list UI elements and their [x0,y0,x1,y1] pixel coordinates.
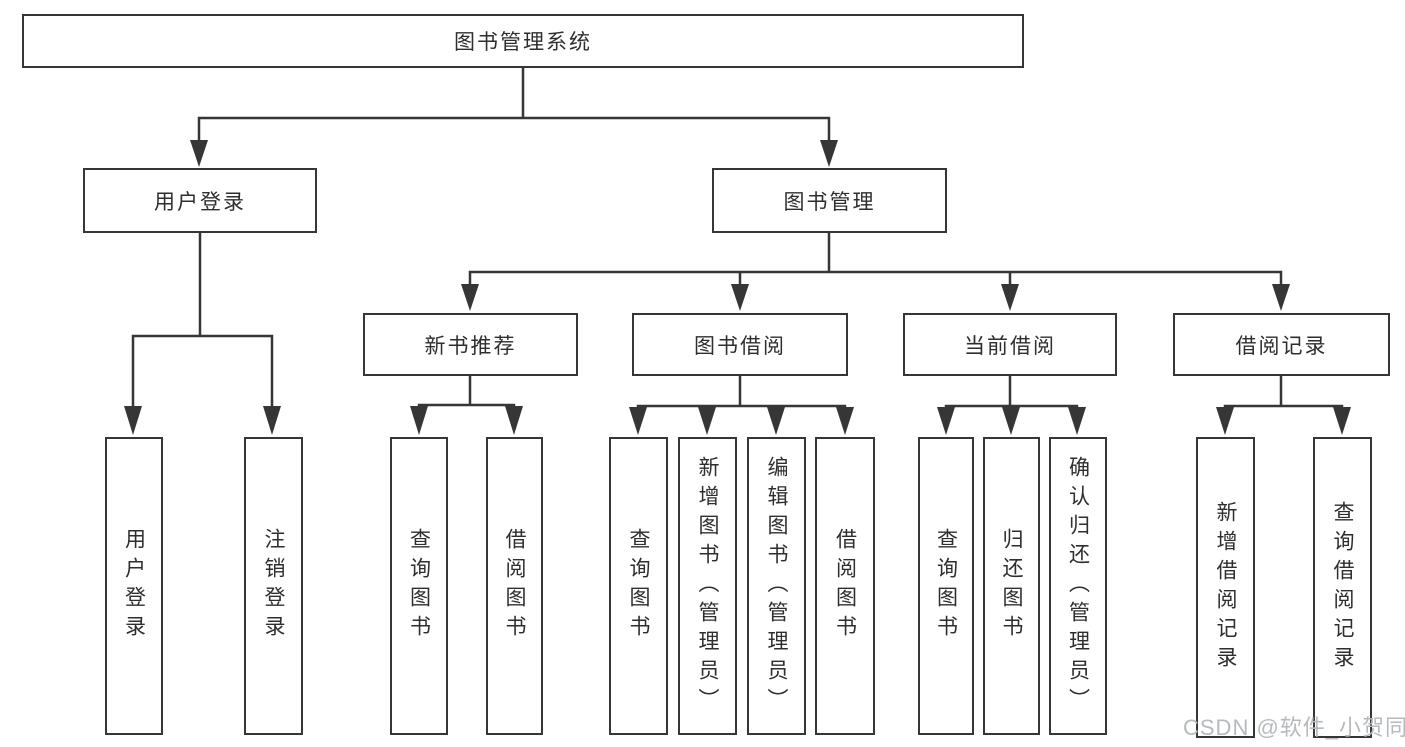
node-book-management-label: 图书管理 [783,190,876,214]
connector-records-children [1223,374,1344,408]
arrowheads-borrow-children [629,407,854,435]
node-current-borrow: 当前借阅 [903,313,1117,376]
node-user-login: 用户登录 [83,168,317,233]
leaf-borrow-query-books-label: 查询图书 [627,528,650,644]
connector-user-login-children [131,231,274,409]
node-root-label: 图书管理系统 [454,31,592,54]
arrowheads-records-children [1216,407,1351,435]
leaf-current-query-books: 查询图书 [918,437,974,735]
node-book-management: 图书管理 [712,168,947,233]
connector-borrow-children [636,374,847,408]
arrowheads-level3 [461,284,1290,311]
node-borrow-records: 借阅记录 [1173,313,1390,376]
connector-book-mgmt-to-level3 [468,231,1283,287]
leaf-confirm-return-admin: 确认归还（管理员） [1049,437,1107,735]
leaf-user-login-label: 用户登录 [122,528,146,644]
leaf-query-borrow-record: 查询借阅记录 [1313,437,1372,738]
leaf-add-books-admin: 新增图书（管理员） [678,437,737,735]
leaf-edit-books-admin-label: 编辑图书（管理员） [765,455,788,717]
leaf-return-books: 归还图书 [983,437,1040,735]
leaf-recommend-borrow-books-label: 借阅图书 [503,528,526,644]
leaf-edit-books-admin: 编辑图书（管理员） [747,437,806,735]
leaf-current-query-books-label: 查询图书 [934,528,958,644]
leaf-user-login: 用户登录 [105,437,163,735]
node-book-borrow: 图书借阅 [632,313,848,376]
leaf-borrow-books-label: 借阅图书 [833,528,857,644]
node-user-login-label: 用户登录 [154,190,246,214]
leaf-logout: 注销登录 [244,437,303,735]
leaf-add-books-admin-label: 新增图书（管理员） [696,455,719,717]
leaf-recommend-query-books-label: 查询图书 [407,528,431,644]
leaf-borrow-query-books: 查询图书 [609,437,668,735]
leaf-logout-label: 注销登录 [262,528,285,644]
node-book-borrow-label: 图书借阅 [694,334,786,358]
watermark-text: CSDN @软件_小贺同学 [1183,715,1405,740]
leaf-return-books-label: 归还图书 [1000,528,1023,644]
leaf-query-borrow-record-label: 查询借阅记录 [1331,500,1354,675]
node-new-book-recommend-label: 新书推荐 [424,334,517,358]
arrowheads-level2 [190,140,838,167]
arrowheads-recommend-children [410,406,523,435]
leaf-add-borrow-record: 新增借阅记录 [1196,437,1255,738]
connector-root-to-level2 [197,65,831,143]
leaf-recommend-borrow-books: 借阅图书 [486,437,543,735]
leaf-add-borrow-record-label: 新增借阅记录 [1214,500,1237,675]
leaf-confirm-return-admin-label: 确认归还（管理员） [1066,455,1090,717]
node-root: 图书管理系统 [22,14,1024,68]
connector-recommend-children [417,374,516,407]
node-new-book-recommend: 新书推荐 [363,313,578,376]
leaf-borrow-books: 借阅图书 [815,437,875,735]
leaf-recommend-query-books: 查询图书 [390,437,448,735]
node-borrow-records-label: 借阅记录 [1235,334,1328,358]
arrowheads-current-children [937,407,1086,435]
arrowheads-user-login-children [124,406,281,435]
connector-current-children [944,374,1079,408]
node-current-borrow-label: 当前借阅 [964,334,1056,358]
